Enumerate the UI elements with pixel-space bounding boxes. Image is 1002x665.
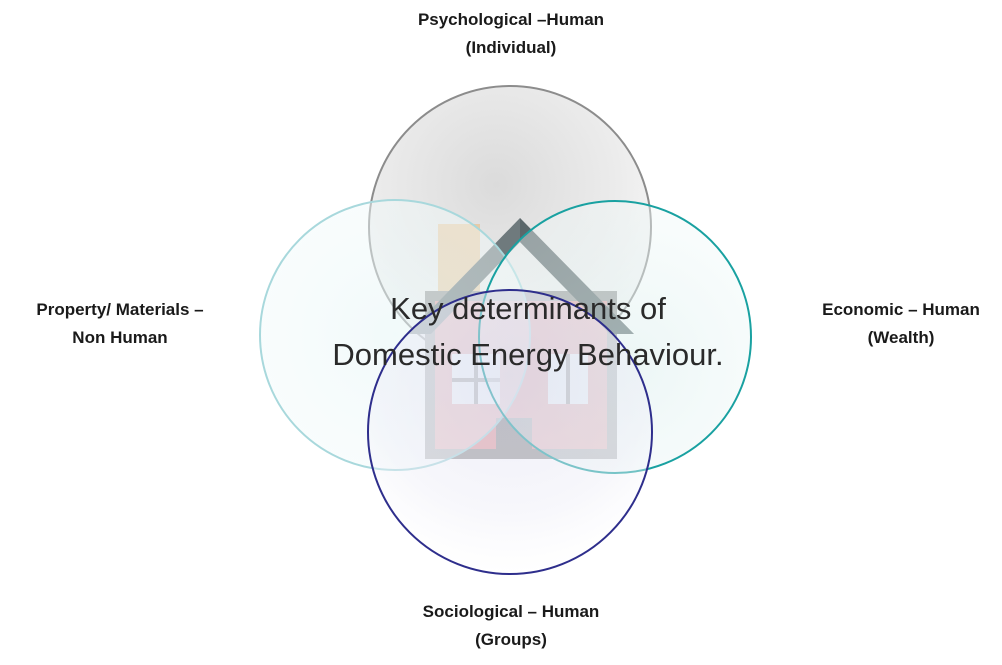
venn-circle-bottom — [367, 289, 653, 575]
label-property: Property/ Materials – Non Human — [0, 296, 240, 352]
label-psychological: Psychological –Human (Individual) — [396, 6, 626, 62]
label-economic-line1: Economic – Human — [822, 300, 980, 319]
label-sociological-line2: (Groups) — [475, 630, 547, 649]
label-sociological: Sociological – Human (Groups) — [396, 598, 626, 654]
label-economic: Economic – Human (Wealth) — [800, 296, 1002, 352]
center-title-line1: Key determinants of — [390, 291, 666, 326]
label-sociological-line1: Sociological – Human — [422, 602, 600, 621]
center-title: Key determinants of Domestic Energy Beha… — [298, 286, 758, 378]
label-psychological-line1: Psychological –Human — [417, 10, 605, 29]
label-property-line1: Property/ Materials – — [36, 300, 204, 319]
label-property-line2: Non Human — [72, 328, 168, 347]
label-psychological-line2: (Individual) — [465, 38, 557, 57]
center-title-line2: Domestic Energy Behaviour. — [332, 337, 724, 372]
label-economic-line2: (Wealth) — [867, 328, 935, 347]
